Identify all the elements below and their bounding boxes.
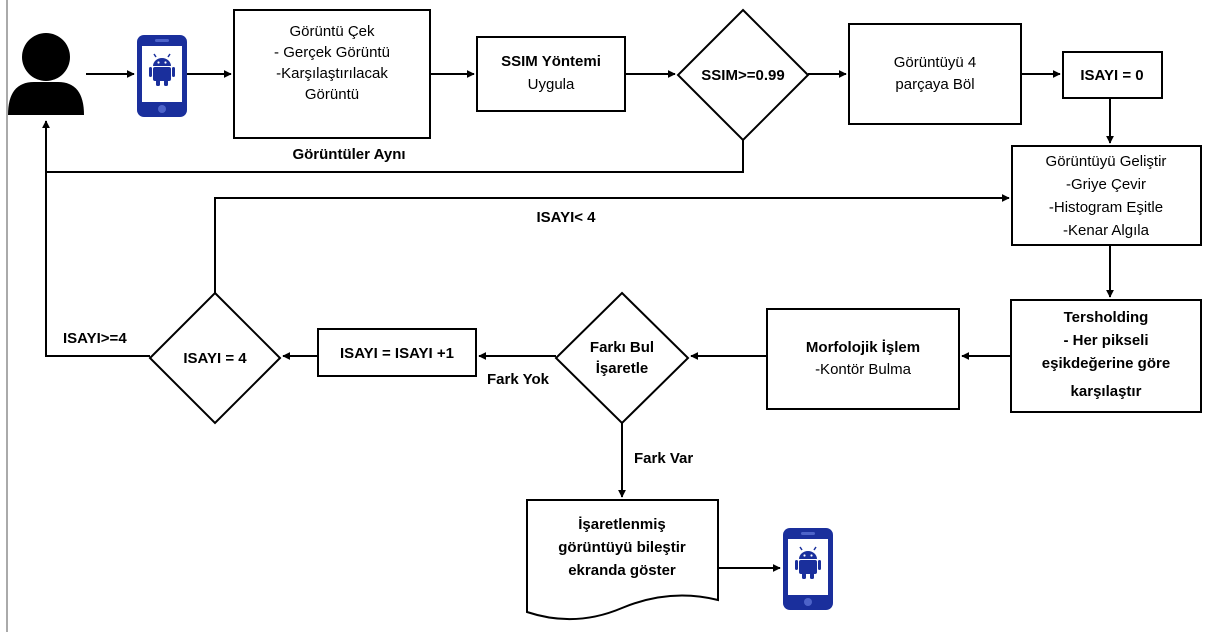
diff-check-diamond: Farkı Bul İşaretle [554, 291, 690, 425]
label-no-diff: Fark Yok [487, 371, 550, 388]
diff-check-line-1: Farkı Bul [590, 339, 654, 356]
output-line-2: görüntüyü bileştir [558, 539, 686, 556]
morph-box: Morfolojik İşlem -Kontör Bulma [766, 308, 960, 410]
increment-box: ISAYI = ISAYI +1 [317, 328, 477, 377]
ssim-check-label: SSIM>=0.99 [701, 67, 784, 84]
threshold-box: Tersholding - Her pikseli eşikdeğerine g… [1010, 299, 1202, 413]
threshold-line-3: eşikdeğerine göre [1042, 355, 1170, 372]
output-line-3: ekranda göster [568, 562, 676, 579]
enhance-line-4: -Kenar Algıla [1063, 222, 1150, 239]
count-check-diamond: ISAYI = 4 [148, 291, 282, 425]
diff-check-line-2: İşaretle [596, 360, 649, 377]
threshold-line-4: karşılaştır [1071, 383, 1142, 400]
ssim-check-diamond: SSIM>=0.99 [676, 8, 810, 142]
split-line-2: parçaya Böl [895, 76, 974, 93]
capture-box: Görüntü Çek - Gerçek Görüntü -Karşılaştı… [233, 9, 431, 139]
enhance-line-1: Görüntüyü Geliştir [1046, 153, 1167, 170]
edge-count-lt-4-loop [214, 194, 1010, 293]
label-same-images: Görüntüler Aynı [292, 146, 405, 163]
edge-count-ge-4 [45, 172, 150, 357]
increment-label: ISAYI = ISAYI +1 [340, 345, 454, 362]
user-icon [8, 33, 84, 115]
capture-line-4: Görüntü [305, 86, 359, 103]
morph-line-2: -Kontör Bulma [815, 361, 912, 378]
enhance-box: Görüntüyü Geliştir -Griye Çevir -Histogr… [1011, 145, 1202, 246]
threshold-line-2: - Her pikseli [1063, 332, 1148, 349]
connectors [42, 70, 1114, 572]
capture-line-1: Görüntü Çek [289, 23, 375, 40]
split-line-1: Görüntüyü 4 [894, 54, 977, 71]
ssim-method-line-2: Uygula [528, 76, 575, 93]
ssim-method-line-1: SSIM Yöntemi [501, 53, 601, 70]
output-line-1: İşaretlenmiş [578, 516, 666, 533]
enhance-line-3: -Histogram Eşitle [1049, 199, 1163, 216]
label-has-diff: Fark Var [634, 450, 693, 467]
capture-line-3: -Karşılaştırılacak [276, 65, 388, 82]
android-phone-icon [136, 34, 188, 118]
enhance-line-2: -Griye Çevir [1066, 176, 1146, 193]
count-check-label: ISAYI = 4 [183, 350, 247, 367]
counter-init-box: ISAYI = 0 [1062, 51, 1163, 99]
label-count-lt-4: ISAYI< 4 [536, 209, 596, 226]
label-count-ge-4: ISAYI>=4 [63, 330, 127, 347]
capture-line-2: - Gerçek Görüntü [274, 44, 390, 61]
ssim-method-box: SSIM Yöntemi Uygula [476, 36, 626, 112]
output-document: İşaretlenmiş görüntüyü bileştir ekranda … [526, 499, 719, 621]
split-box: Görüntüyü 4 parçaya Böl [848, 23, 1022, 125]
edge-same-images-loop [42, 120, 744, 173]
threshold-line-1: Tersholding [1064, 309, 1149, 326]
morph-line-1: Morfolojik İşlem [806, 339, 920, 356]
counter-init-label: ISAYI = 0 [1080, 67, 1143, 84]
android-phone-icon [782, 527, 834, 611]
